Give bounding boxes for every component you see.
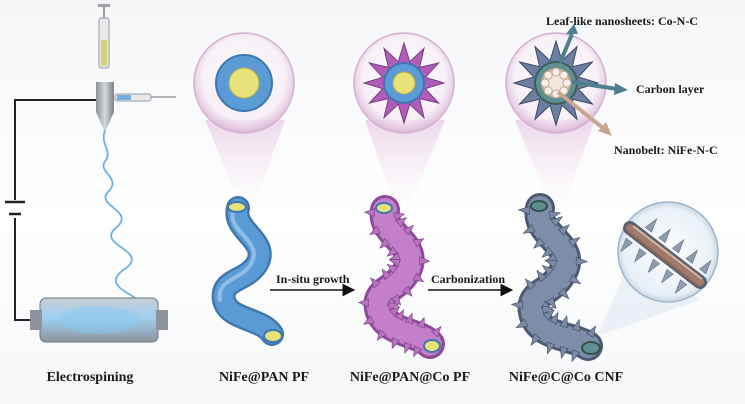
carbon-layer-annotation: Carbon layer — [636, 82, 705, 96]
nanosheet-spike — [541, 264, 555, 276]
nanosheet-spike — [510, 300, 524, 310]
nanosheet-spike — [671, 238, 685, 254]
nanosheet-spike — [363, 208, 376, 218]
nanosheet-spike — [557, 224, 570, 236]
nanosheet-spike — [560, 346, 569, 360]
nanosheet-spike — [394, 308, 404, 321]
nanobelt-lobe — [559, 70, 569, 80]
nanosheet-spike — [522, 224, 536, 234]
nanosheet-spike — [674, 279, 688, 295]
nanosheet-spike — [393, 212, 406, 222]
electrospinning-setup — [5, 4, 176, 343]
nanosheet-spike — [381, 268, 392, 281]
nanobelt-lobe — [562, 78, 572, 88]
nanosheet-spike — [376, 329, 387, 341]
nanosheet-spike — [647, 258, 661, 274]
nanosheet-spike — [412, 272, 425, 283]
nanosheet-spike — [430, 326, 442, 338]
nanosheet-spike — [658, 228, 671, 244]
nanosheet-spike — [541, 305, 555, 315]
co-fiber-stage — [353, 32, 455, 359]
nanosheet-spike — [620, 237, 633, 253]
nanosheet-spike — [362, 315, 375, 325]
nanosheet-spike — [530, 333, 542, 346]
nanobelt-annotation: Nanobelt: NiFe-N-C — [614, 143, 718, 157]
nanosheet-spike — [571, 318, 581, 332]
nanosheet-spike — [419, 256, 431, 266]
nanosheet-spike — [549, 311, 559, 325]
nanosheet-spike — [533, 237, 546, 249]
nanosheet-spike — [536, 269, 548, 283]
nanosheet-spike — [413, 345, 423, 358]
nanosheet-spike — [391, 337, 401, 350]
nanosheet-spike — [586, 325, 596, 338]
nanosheet-spike — [542, 309, 555, 321]
electrospinning-label: Electrospining — [46, 370, 134, 385]
nanobelt-bundle — [623, 221, 707, 289]
nanosheet-spike — [412, 238, 425, 248]
nanosheet-spike — [567, 237, 581, 248]
nanosheet-spike — [379, 237, 391, 249]
nanosheet-spike — [541, 246, 554, 258]
leaf-nanosheet-annotation: Leaf-like nanosheets: Co-N-C — [546, 14, 698, 28]
nanobelt-lobe — [540, 78, 550, 88]
growth-step-label: In-situ growth — [276, 272, 350, 286]
nanosheet-spike — [544, 259, 558, 269]
nanosheet-spike — [685, 249, 699, 264]
nanosheet-spike — [388, 258, 401, 268]
nanosheet-spike — [568, 274, 582, 285]
nanosheet-spike — [557, 287, 570, 300]
nanosheet-spike — [390, 294, 402, 306]
nanosheet-spike — [369, 277, 381, 289]
cnf-label: NiFe@C@Co CNF — [508, 370, 624, 385]
nanosheet-spike — [575, 256, 589, 266]
nanosheet-spike — [515, 318, 529, 329]
nanosheet-spike — [386, 246, 399, 257]
nanosheet-spike — [404, 312, 413, 325]
nanosheet-spike — [401, 285, 413, 297]
nanosheet-spike — [395, 216, 407, 228]
carbonization-step-label: Carbonization — [431, 272, 506, 286]
nanosheet-spike — [357, 298, 369, 308]
nanosheet-spike — [386, 263, 399, 275]
nanosheet-spike — [524, 278, 537, 291]
nanosheet-spike — [545, 296, 557, 310]
pan-fiber-stage — [193, 32, 295, 346]
nanosheet-spike — [369, 225, 381, 235]
nanosheet-spike — [517, 206, 531, 215]
nanosheet-spike — [402, 224, 414, 236]
nanosheet-spike — [699, 259, 712, 275]
cnf-stage — [505, 24, 719, 363]
nanosheet-spike — [559, 315, 568, 329]
nanobelt-lobe — [543, 70, 553, 80]
nanosheet-spike — [387, 302, 400, 312]
nanosheet-spike — [403, 341, 413, 354]
nanosheet-spike — [416, 316, 425, 329]
nanosheet-spike — [550, 216, 563, 227]
pan-fiber-label: NiFe@PAN PF — [218, 370, 310, 385]
nanobelt-lobe — [551, 67, 561, 77]
nanosheet-spike — [661, 268, 674, 284]
nanosheet-spike — [388, 306, 401, 317]
nanosheet-spike — [571, 349, 581, 363]
nanosheet-spike — [546, 341, 556, 355]
co-fiber-label: NiFe@PAN@Co PF — [349, 370, 471, 385]
nife-core — [228, 67, 260, 99]
nanobelt-lobe — [543, 86, 553, 96]
nanosheet-spike — [548, 211, 562, 220]
nanosheet-spike — [644, 217, 658, 233]
nanosheet-spike — [633, 248, 647, 263]
